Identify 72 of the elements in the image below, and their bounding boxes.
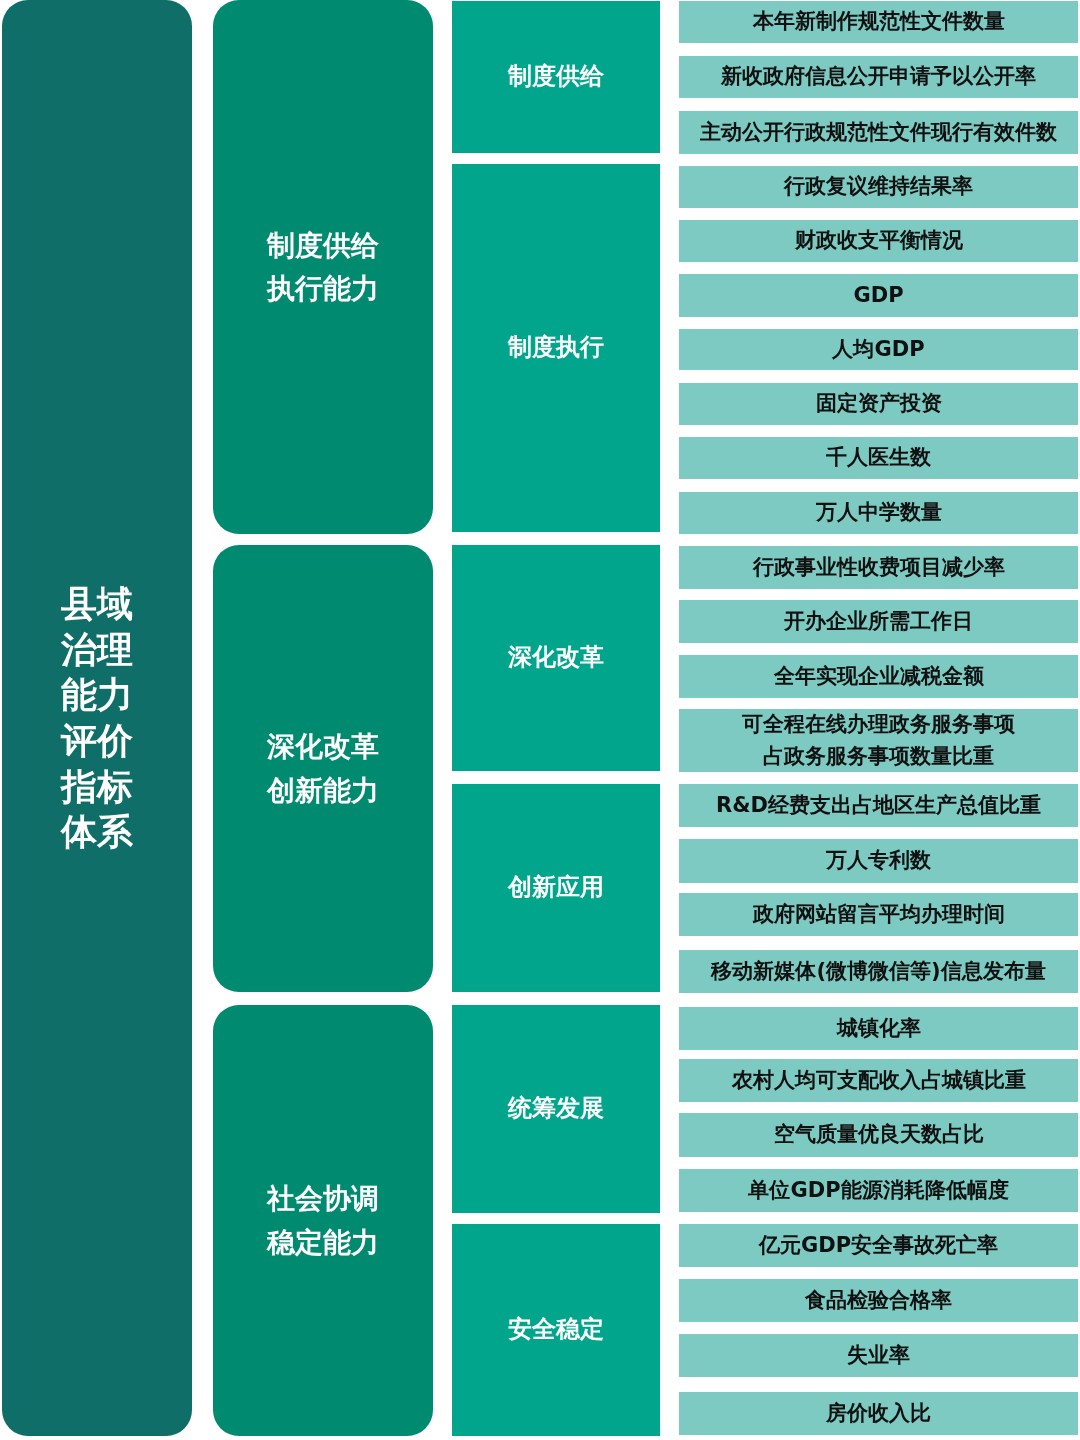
indicator-bar: [679, 784, 1078, 827]
category-title: 制度供给: [508, 61, 604, 93]
indicator-bar: [679, 1169, 1078, 1212]
indicator-label: 房价收入比: [826, 1399, 931, 1427]
indicator-bar: [679, 56, 1078, 98]
indicator-bar: [679, 1113, 1078, 1157]
category-block: [452, 784, 660, 992]
category-block: [452, 1005, 660, 1213]
indicator-label: 可全程在线办理政务服务事项占政务服务事项数量比重: [741, 711, 1016, 770]
indicator-label: 固定资产投资: [815, 390, 942, 418]
indicator-bar: [679, 220, 1078, 262]
index-system-panel: [2, 0, 192, 1436]
indicator-label: GDP: [853, 281, 904, 309]
indicator-label: 新收政府信息公开申请予以公开率: [721, 63, 1036, 91]
indicator-label: 开办企业所需工作日: [784, 607, 973, 635]
indicator-bar: [679, 1007, 1078, 1050]
indicator-bar: [679, 1059, 1078, 1102]
indicator-label: 行政事业性收费项目减少率: [752, 553, 1005, 581]
indicator-label: 空气质量优良天数占比: [773, 1121, 984, 1149]
indicator-label: 食品检验合格率: [805, 1286, 952, 1314]
indicator-label: 主动公开行政规范性文件现行有效件数: [700, 118, 1057, 146]
indicator-bar: [679, 839, 1078, 883]
indicator-bar: [679, 546, 1078, 589]
category-block: [452, 1224, 660, 1436]
indicator-label: 全年实现企业减税金额: [773, 662, 984, 690]
indicator-bar: [679, 1279, 1078, 1322]
category-title: 深化改革: [508, 642, 604, 674]
indicator-bar: [679, 437, 1078, 479]
category-block: [452, 1, 660, 153]
indicator-bar: [679, 655, 1078, 698]
indicator-label: 失业率: [847, 1341, 910, 1369]
dimension-title: 社会协调稳定能力: [266, 1181, 380, 1261]
indicator-label: 万人专利数: [826, 847, 931, 875]
indicator-bar: [679, 709, 1078, 772]
indicator-bar: [679, 1, 1078, 43]
indicator-bar: [679, 600, 1078, 643]
indicator-bar: [679, 329, 1078, 370]
category-block: [452, 545, 660, 771]
indicator-bar: [679, 166, 1078, 208]
indicator-label: 政府网站留言平均办理时间: [752, 900, 1005, 928]
indicator-label: 人均GDP: [832, 335, 925, 363]
indicator-bar: [679, 1334, 1078, 1377]
indicator-label: 城镇化率: [836, 1014, 921, 1042]
indicator-bar: [679, 492, 1078, 534]
dimension-panel: [213, 545, 433, 992]
indicator-label: 单位GDP能源消耗降低幅度: [748, 1176, 1009, 1204]
indicator-label: 农村人均可支配收入占城镇比重: [731, 1066, 1026, 1094]
indicator-bar: [679, 893, 1078, 936]
indicator-label: 本年新制作规范性文件数量: [752, 8, 1005, 36]
indicator-label: 千人医生数: [826, 444, 931, 472]
indicator-label: 行政复议维持结果率: [784, 173, 973, 201]
indicator-bar: [679, 1392, 1078, 1435]
category-block: [452, 164, 660, 532]
indicator-bar: [679, 111, 1078, 154]
category-title: 创新应用: [508, 872, 604, 904]
dimension-title: 深化改革创新能力: [266, 729, 380, 809]
indicator-label: 财政收支平衡情况: [794, 227, 963, 255]
category-title: 安全稳定: [508, 1314, 604, 1346]
indicator-label: 亿元GDP安全事故死亡率: [758, 1231, 999, 1259]
indicator-bar: [679, 1224, 1078, 1267]
indicator-bar: [679, 950, 1078, 993]
category-title: 统筹发展: [508, 1093, 604, 1125]
indicator-label: 万人中学数量: [815, 499, 942, 527]
dimension-panel: [213, 0, 433, 534]
category-title: 制度执行: [508, 332, 604, 364]
panel-title: 县域治理能力评价指标体系: [60, 581, 134, 855]
indicator-label: 移动新媒体(微博微信等)信息发布量: [711, 957, 1046, 985]
indicator-bar: [679, 383, 1078, 425]
indicator-label: R&D经费支出占地区生产总值比重: [716, 791, 1041, 819]
dimension-title: 制度供给执行能力: [266, 227, 380, 307]
indicator-bar: [679, 274, 1078, 317]
dimension-panel: [213, 1005, 433, 1436]
